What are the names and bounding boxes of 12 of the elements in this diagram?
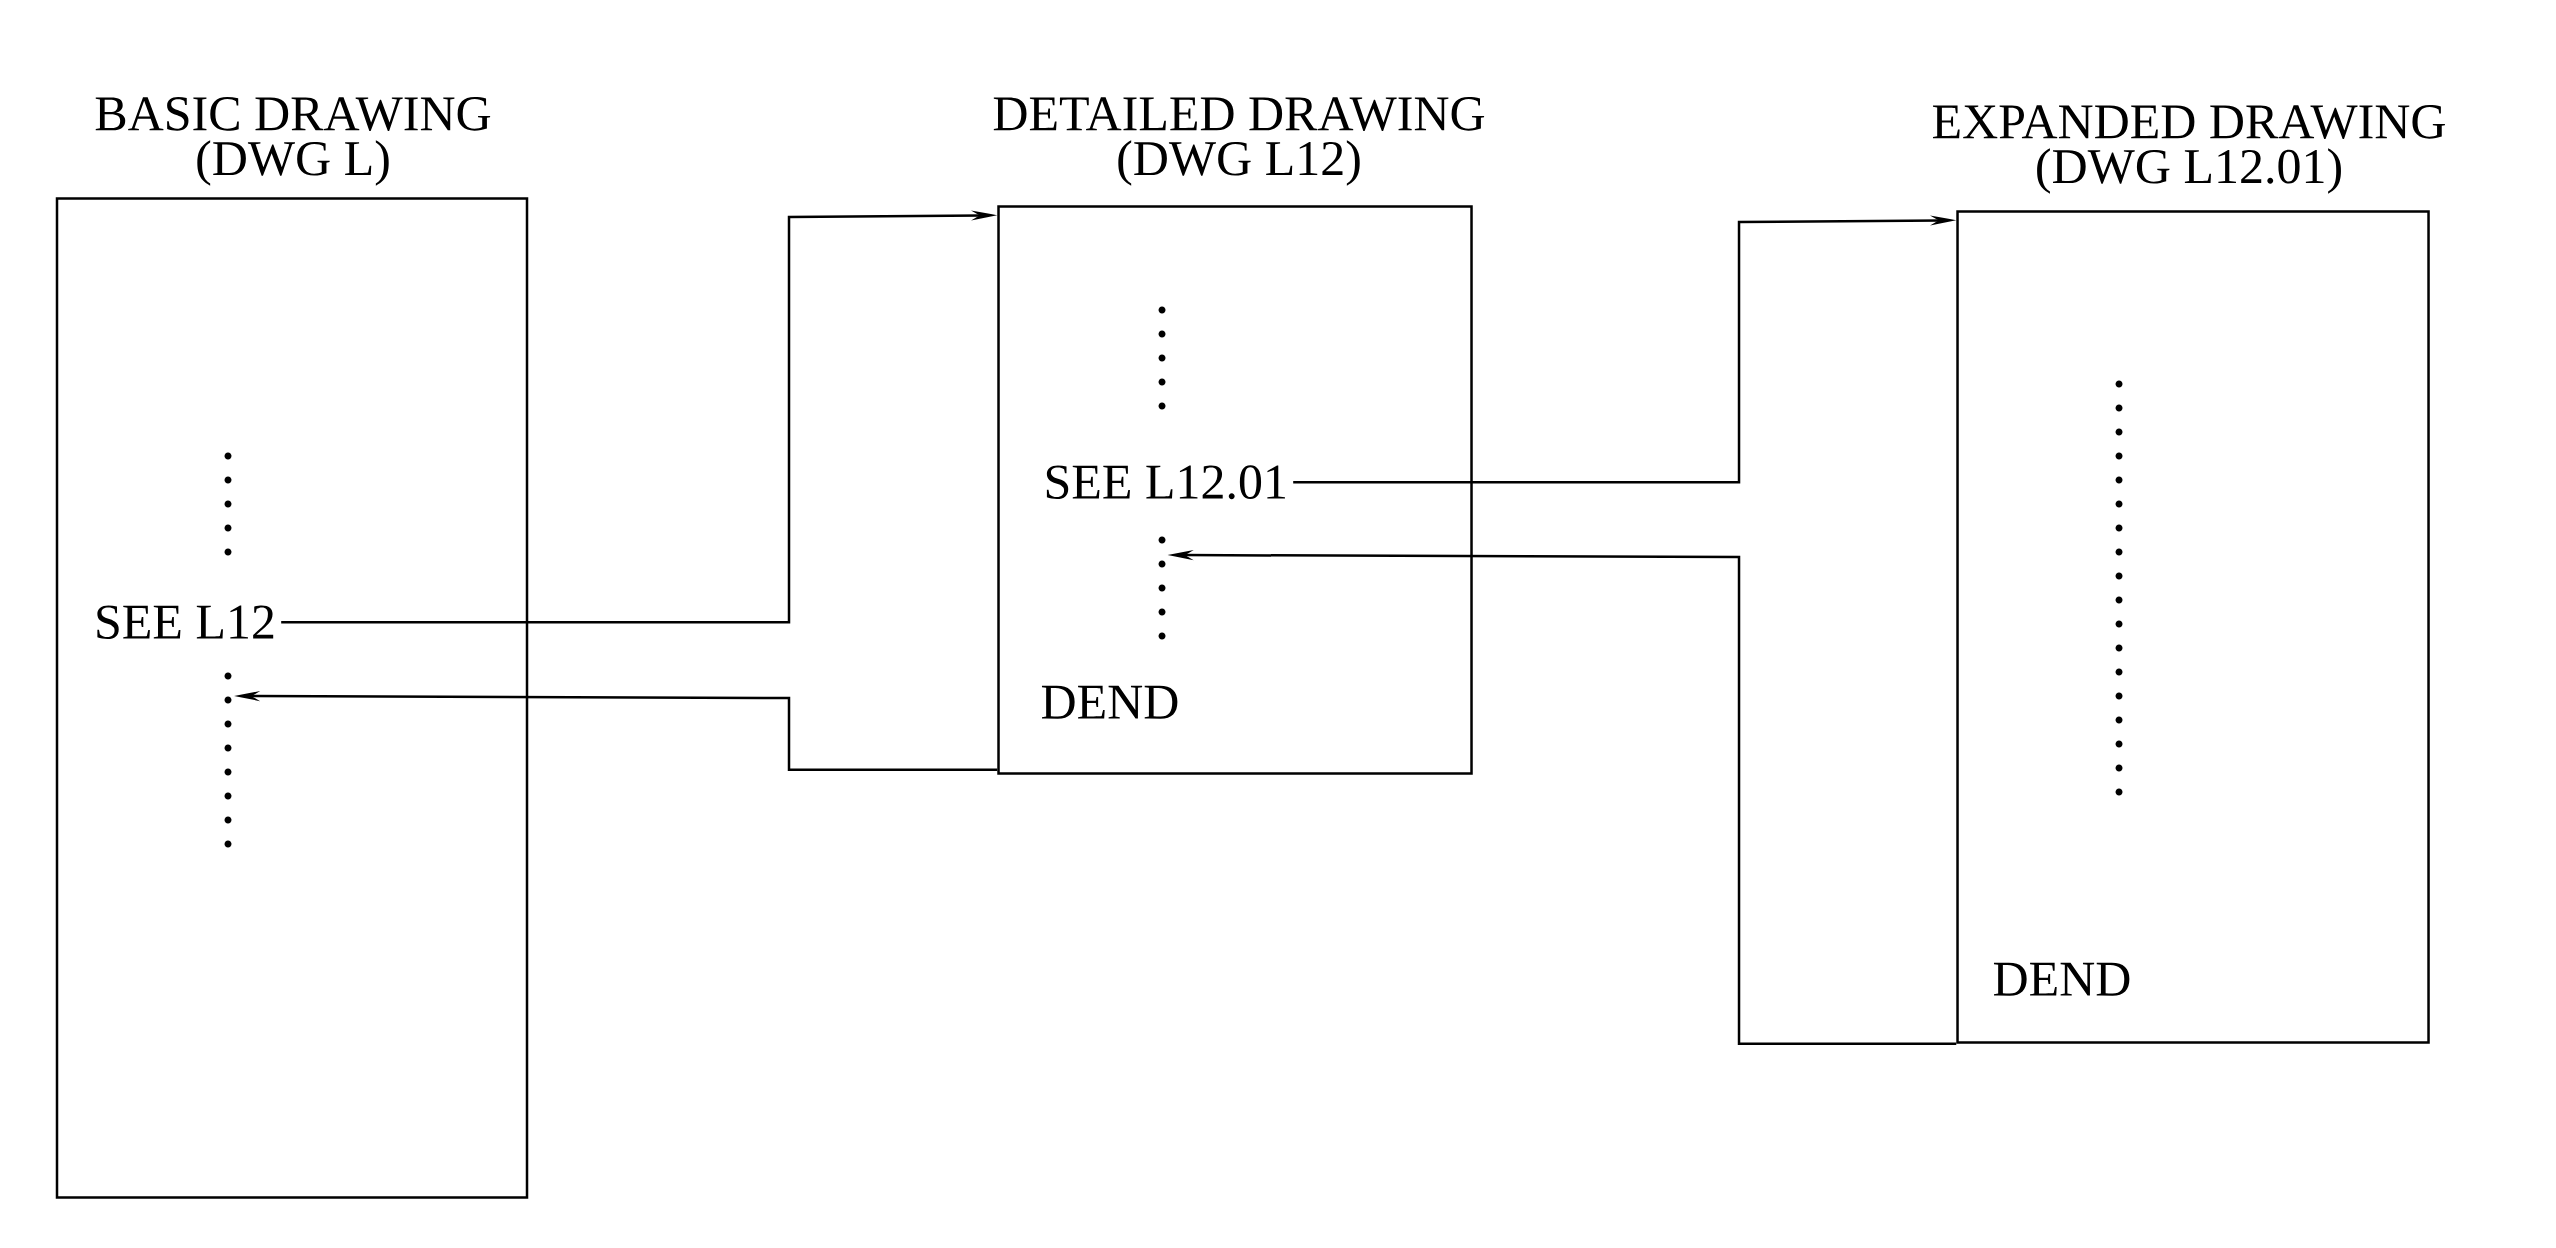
dotted-line — [224, 672, 232, 848]
reference-text: SEE L12.01 — [1046, 465, 1285, 500]
node-label: (DWG L12) — [1118, 140, 1360, 186]
reference-text: SEE L12 — [97, 605, 274, 640]
dotted-line — [1158, 536, 1166, 640]
reference-text: DEND — [1041, 685, 1178, 719]
reference-text: DEND — [1993, 962, 2130, 996]
node-label: EXPANDED DRAWING — [1932, 105, 2445, 139]
node-label: DETAILED DRAWING — [993, 97, 1485, 131]
node-label: (DWG L12.01) — [2037, 148, 2341, 194]
node-label: BASIC DRAWING — [95, 97, 491, 131]
node-label: (DWG L) — [197, 140, 389, 186]
